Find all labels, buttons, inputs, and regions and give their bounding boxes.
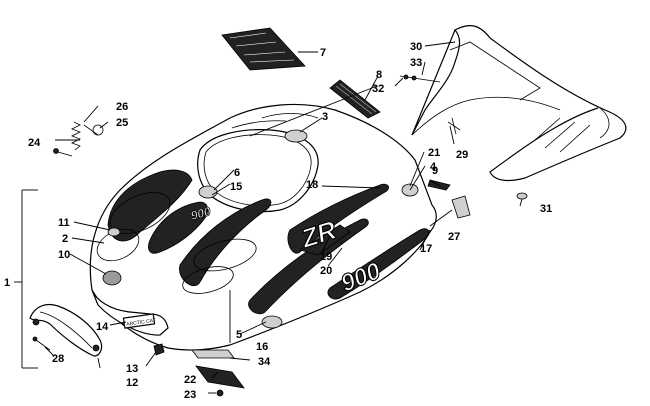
callout-5: 5: [236, 329, 242, 341]
hood-assembly: ARCTIC CAT ZR 900 900: [89, 103, 437, 351]
callout-22: 22: [184, 374, 196, 386]
callout-1: 1: [4, 277, 10, 289]
callout-30: 30: [410, 41, 422, 53]
nut-23: [216, 389, 224, 397]
callout-33: 33: [410, 57, 422, 69]
decal-badge-bottom: [261, 315, 283, 329]
leader-lines: [14, 41, 523, 394]
callout-8: 8: [376, 69, 382, 81]
decal-badge-top: [284, 129, 308, 143]
decal-badge-center: [198, 185, 218, 199]
callout-21: 21: [428, 147, 440, 159]
callout-6: 6: [234, 167, 240, 179]
windshield: [411, 24, 627, 182]
callout-26: 26: [116, 101, 128, 113]
top-decal: [221, 27, 306, 71]
windshield-panel: [454, 24, 627, 182]
callout-12: 12: [126, 377, 138, 389]
callout-19: 19: [320, 251, 332, 263]
callout-10: 10: [58, 249, 70, 261]
screw-24: [53, 148, 73, 157]
callout-2: 2: [62, 233, 68, 245]
right-side-graphic: [287, 183, 389, 254]
callout-16: 16: [256, 341, 268, 353]
callout-15: 15: [230, 181, 242, 193]
callout-3: 3: [322, 111, 328, 123]
nut-13: [153, 343, 165, 356]
lower-bumper: [29, 303, 103, 357]
windshield-screw-32-33: [399, 74, 441, 83]
screw-28: [32, 336, 51, 351]
center-swoosh-decal: [179, 198, 272, 287]
small-logo-decal: 900: [189, 204, 212, 223]
nameplate-text: ARCTIC CAT: [126, 318, 156, 328]
callout-13: 13: [126, 363, 138, 375]
callout-27: 27: [448, 231, 460, 243]
grommet-31: [516, 192, 528, 200]
callout-25: 25: [116, 117, 128, 129]
callout-9: 9: [432, 165, 438, 177]
callout-24: 24: [28, 137, 41, 149]
callout-31: 31: [540, 203, 552, 215]
callout-28: 28: [52, 353, 64, 365]
callout-20: 20: [320, 265, 332, 277]
callout-23: 23: [184, 389, 196, 401]
callout-7: 7: [320, 47, 326, 59]
callout-32: 32: [372, 83, 384, 95]
side-strip-decal: [329, 79, 381, 119]
callout-14: 14: [96, 321, 109, 333]
callout-labels: 1 2 3 4 5 6 7 8 9 10 11 12 13 14 15 16 1…: [4, 41, 552, 401]
plate-22-34: [191, 349, 245, 389]
callout-34: 34: [258, 356, 271, 368]
callout-17: 17: [420, 243, 432, 255]
screw-29: [447, 117, 461, 135]
callout-4: 4: [430, 161, 437, 173]
spring-hardware: [71, 121, 104, 151]
nameplate: [122, 313, 156, 329]
left-side-panel: [107, 169, 193, 242]
decal-badge-left: [102, 270, 122, 286]
callout-29: 29: [456, 149, 468, 161]
callout-18: 18: [306, 179, 318, 191]
callout-11: 11: [58, 217, 70, 229]
